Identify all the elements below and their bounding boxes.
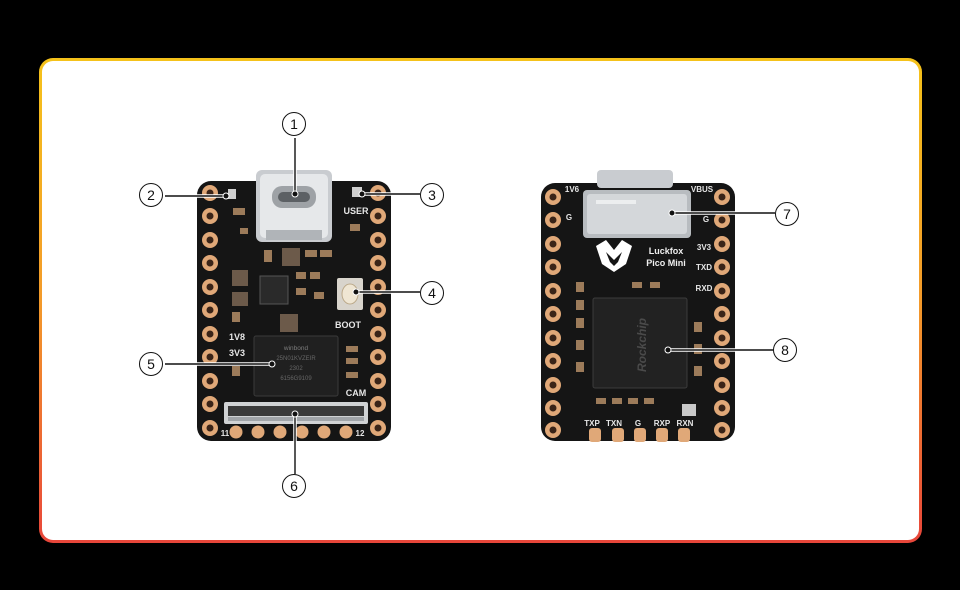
- flash-code: 25N01KVZEIR: [276, 356, 316, 362]
- silk-vbus: VBUS: [691, 185, 714, 194]
- silk-txn: TXN: [606, 419, 622, 428]
- leader-lines: [165, 138, 775, 474]
- luckfox-logo: [596, 240, 632, 272]
- callout-3: 3: [420, 183, 444, 207]
- silk-g-bottom: G: [635, 419, 641, 428]
- callout-5: 5: [139, 352, 163, 376]
- silk-cam: CAM: [346, 388, 367, 398]
- front-pads-bottom: [229, 425, 353, 439]
- silk-brand: Luckfox: [649, 246, 684, 256]
- callout-2: 2: [139, 183, 163, 207]
- silk-g-right: G: [703, 215, 709, 224]
- silk-g-left: G: [566, 213, 572, 222]
- silk-user: USER: [343, 206, 369, 216]
- callout-1: 1: [282, 112, 306, 136]
- silk-rxd: RXD: [696, 284, 713, 293]
- image-panel: winbond 25N01KVZEIR 2302 6156G9109: [42, 61, 919, 540]
- back-board: Luckfox Pico Mini Rockchip: [541, 170, 735, 442]
- pmic-chip: [259, 275, 289, 305]
- front-pads-left: [202, 185, 218, 436]
- front-pads-right: [370, 185, 386, 436]
- silk-back-1v6: 1V6: [565, 185, 580, 194]
- front-board: winbond 25N01KVZEIR 2302 6156G9109: [197, 170, 391, 441]
- back-pads-right: [714, 189, 730, 438]
- silk-1v8: 1V8: [229, 332, 245, 342]
- led-user: [352, 187, 362, 197]
- back-pads-bottom: [589, 428, 690, 442]
- flash-brand: winbond: [283, 345, 309, 352]
- silk-pin-12: 12: [356, 429, 365, 438]
- silk-txp: TXP: [584, 419, 600, 428]
- silk-rxp: RXP: [654, 419, 671, 428]
- soc-brand: Rockchip: [635, 318, 649, 372]
- led-power: [228, 189, 236, 199]
- inductor: [282, 248, 300, 266]
- callout-4: 4: [420, 281, 444, 305]
- silk-txd: TXD: [696, 263, 712, 272]
- callout-7: 7: [775, 202, 799, 226]
- gradient-frame: winbond 25N01KVZEIR 2302 6156G9109: [39, 58, 922, 543]
- callout-8: 8: [773, 338, 797, 362]
- boot-button: [337, 278, 363, 310]
- usb-c-connector: [256, 170, 332, 242]
- flash-lot: 6156G9109: [280, 376, 312, 382]
- usb-shell-back: [597, 170, 673, 188]
- metal-shield: [583, 190, 691, 238]
- boards-illustration: winbond 25N01KVZEIR 2302 6156G9109: [165, 138, 775, 474]
- silk-rxn: RXN: [677, 419, 694, 428]
- back-pads-left: [545, 189, 561, 438]
- silk-3v3: 3V3: [229, 348, 245, 358]
- rockchip-soc: Rockchip: [592, 297, 688, 389]
- silk-pin-11: 11: [221, 429, 230, 438]
- spi-nand-flash: winbond 25N01KVZEIR 2302 6156G9109: [253, 335, 339, 397]
- silk-boot: BOOT: [335, 320, 362, 330]
- flash-date: 2302: [289, 366, 303, 372]
- silk-model: Pico Mini: [646, 258, 686, 268]
- leader-dots: [222, 190, 676, 418]
- silk-back-3v3: 3V3: [697, 243, 712, 252]
- callout-6: 6: [282, 474, 306, 498]
